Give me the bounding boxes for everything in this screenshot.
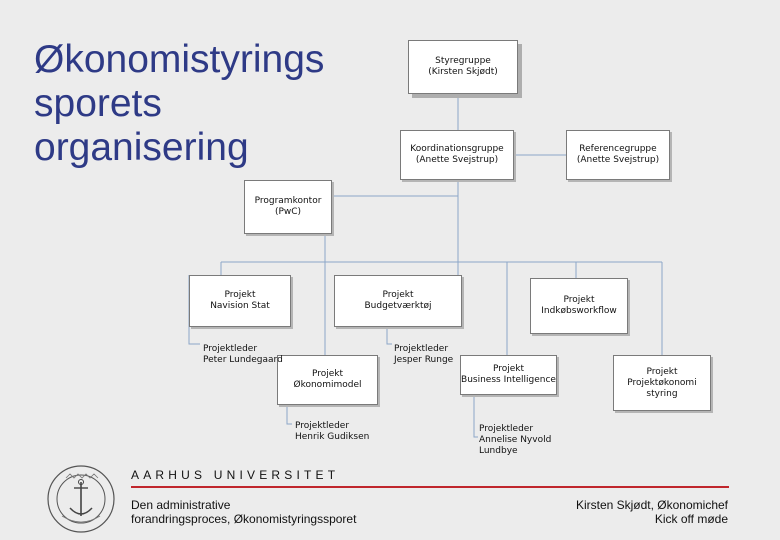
styregruppe-label: Styregruppe (Kirsten Skjødt) [428, 56, 498, 77]
programkontor-label: Programkontor (PwC) [254, 196, 322, 217]
programkontor-box: Programkontor (PwC) [244, 180, 332, 234]
leader-budget: Projektleder Jesper Runge [394, 344, 454, 365]
project-indkoeb-box: Projekt Indkøbsworkflow [530, 278, 628, 334]
project-oekonomimodel-box: Projekt Økonomimodel [277, 355, 378, 405]
footer-right-text: Kirsten Skjødt, Økonomichef Kick off mød… [575, 498, 728, 526]
university-name: AARHUS UNIVERSITET [131, 468, 340, 482]
project-projektoekonomi-label: Projekt Projektøkonomi styring [627, 366, 697, 399]
koordinationsgruppe-box: Koordinationsgruppe (Anette Svejstrup) [400, 130, 514, 180]
slide-title: Økonomistyrings sporets organisering [34, 38, 324, 170]
project-oekonomimodel-label: Projekt Økonomimodel [293, 369, 362, 390]
project-navision-label: Projekt Navision Stat [210, 290, 270, 311]
project-bi-label: Projekt Business Intelligence [461, 364, 556, 385]
referencegruppe-box: Referencegruppe (Anette Svejstrup) [566, 130, 670, 180]
koordinationsgruppe-label: Koordinationsgruppe (Anette Svejstrup) [410, 144, 504, 165]
project-navision-box: Projekt Navision Stat [189, 275, 291, 327]
title-line-2: sporets [34, 82, 162, 125]
title-line-3: organisering [34, 126, 249, 169]
project-budget-box: Projekt Budgetværktøj [334, 275, 462, 327]
footer-divider [131, 486, 729, 488]
footer-left-text: Den administrative forandringsproces, Øk… [131, 498, 357, 526]
project-budget-label: Projekt Budgetværktøj [364, 290, 432, 311]
leader-navision: Projektleder Peter Lundegaard [203, 344, 283, 365]
project-projektoekonomi-box: Projekt Projektøkonomi styring [613, 355, 711, 411]
university-seal-icon [47, 465, 115, 533]
title-line-1: Økonomistyrings [34, 38, 325, 81]
leader-bi: Projektleder Annelise Nyvold Lundbye [479, 424, 552, 456]
referencegruppe-label: Referencegruppe (Anette Svejstrup) [576, 144, 660, 165]
project-indkoeb-label: Projekt Indkøbsworkflow [541, 295, 617, 316]
styregruppe-box: Styregruppe (Kirsten Skjødt) [408, 40, 518, 94]
leader-oekonomimodel: Projektleder Henrik Gudiksen [295, 421, 370, 442]
project-bi-box: Projekt Business Intelligence [460, 355, 557, 395]
